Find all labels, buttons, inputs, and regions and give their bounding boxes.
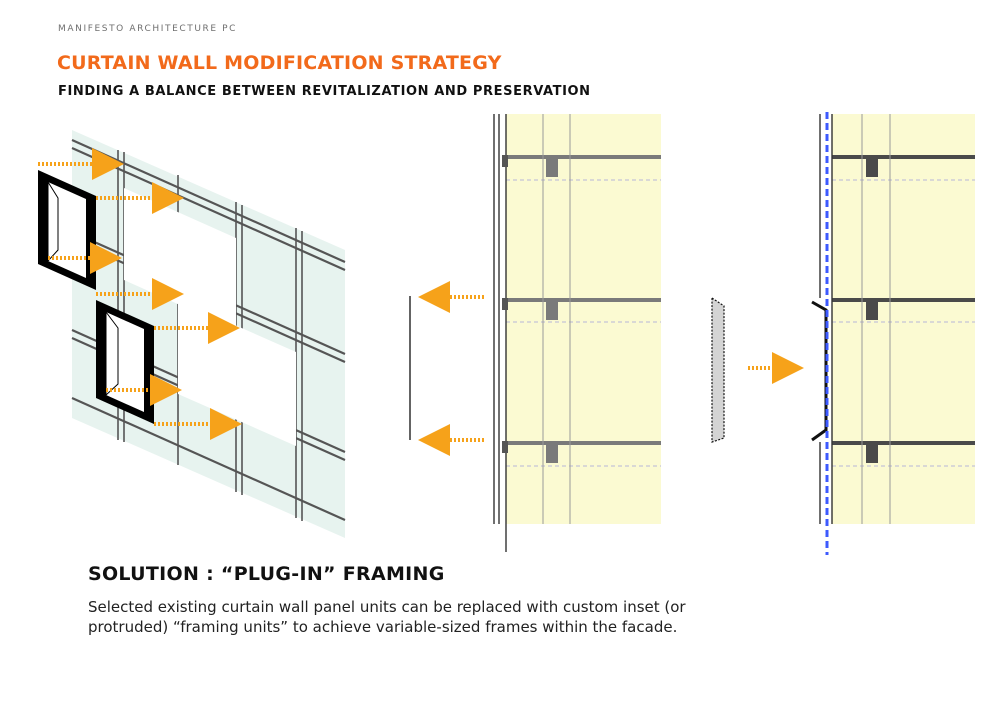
solution-description: Selected existing curtain wall panel uni… (88, 598, 686, 636)
page-subtitle: FINDING A BALANCE BETWEEN REVITALIZATION… (58, 84, 591, 99)
framing-unit (96, 300, 154, 424)
section-modified (811, 112, 975, 555)
removed-panel (178, 300, 296, 446)
insert-arrows (38, 148, 242, 440)
page-title: CURTAIN WALL MODIFICATION STRATEGY (57, 52, 502, 74)
axonometric-facade (38, 130, 346, 538)
solution-heading: SOLUTION : “PLUG-IN” FRAMING (88, 563, 445, 585)
plug-in-unit (711, 296, 725, 443)
removed-panel (124, 188, 236, 330)
remove-arrows (418, 281, 484, 456)
inserted-frame (811, 300, 828, 442)
section-existing (409, 114, 661, 552)
firm-name: MANIFESTO ARCHITECTURE PC (58, 24, 238, 34)
